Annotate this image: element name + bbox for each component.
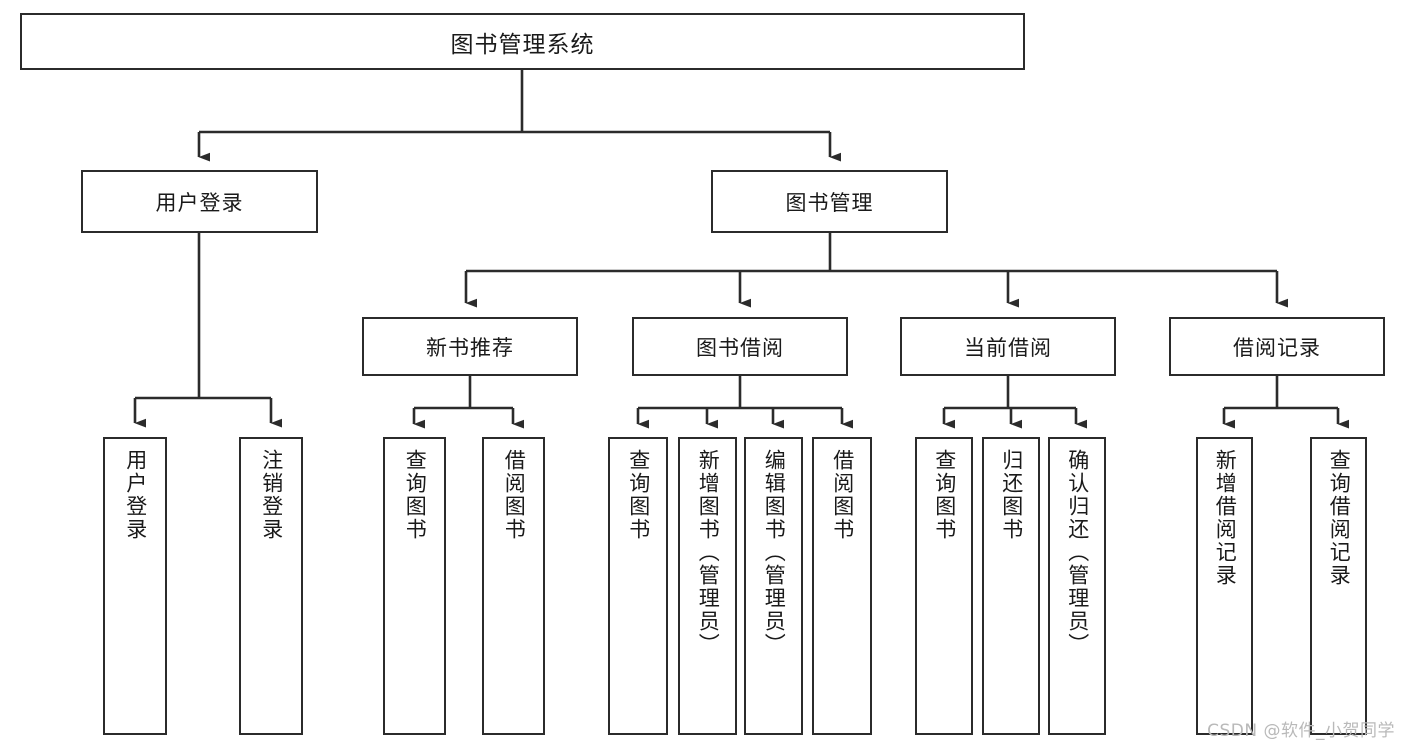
leaf-user-login-login[interactable]: 用户登录 bbox=[103, 437, 167, 735]
node-label: 查询图书 bbox=[932, 449, 957, 541]
node-label: 当前借阅 bbox=[964, 335, 1052, 360]
node-current-borrow[interactable]: 当前借阅 bbox=[900, 317, 1116, 376]
node-new-book-recommend[interactable]: 新书推荐 bbox=[362, 317, 578, 376]
node-label: 用户登录 bbox=[155, 190, 244, 215]
leaf-borrow-record-add[interactable]: 新增借阅记录 bbox=[1196, 437, 1253, 735]
node-label: 借阅记录 bbox=[1233, 335, 1321, 360]
node-label: 查询借阅记录 bbox=[1327, 449, 1352, 587]
node-label: 归还图书 bbox=[999, 449, 1024, 541]
node-label: 查询图书 bbox=[403, 449, 428, 541]
csdn-watermark: CSDN @软件_小贺同学 bbox=[1207, 721, 1395, 741]
leaf-book-borrow-borrow[interactable]: 借阅图书 bbox=[812, 437, 872, 735]
node-label: 新书推荐 bbox=[426, 335, 514, 360]
node-user-login[interactable]: 用户登录 bbox=[81, 170, 318, 233]
leaf-book-borrow-query[interactable]: 查询图书 bbox=[608, 437, 668, 735]
node-label: 借阅图书 bbox=[830, 449, 855, 541]
node-borrow-record[interactable]: 借阅记录 bbox=[1169, 317, 1385, 376]
leaf-user-login-logout[interactable]: 注销登录 bbox=[239, 437, 303, 735]
node-book-borrow[interactable]: 图书借阅 bbox=[632, 317, 848, 376]
leaf-book-borrow-add[interactable]: 新增图书（管理员） bbox=[678, 437, 737, 735]
node-label: 图书管理 bbox=[785, 190, 874, 215]
node-label: 图书借阅 bbox=[696, 335, 784, 360]
node-root-book-management-system[interactable]: 图书管理系统 bbox=[20, 13, 1025, 70]
leaf-current-borrow-return[interactable]: 归还图书 bbox=[982, 437, 1040, 735]
leaf-borrow-record-query[interactable]: 查询借阅记录 bbox=[1310, 437, 1367, 735]
leaf-new-book-borrow[interactable]: 借阅图书 bbox=[482, 437, 545, 735]
node-label: 新增借阅记录 bbox=[1213, 449, 1238, 587]
node-label: 编辑图书（管理员） bbox=[762, 449, 787, 656]
node-label: 借阅图书 bbox=[502, 449, 527, 541]
node-book-management[interactable]: 图书管理 bbox=[711, 170, 948, 233]
node-label: 确认归还（管理员） bbox=[1065, 449, 1090, 656]
node-label: 图书管理系统 bbox=[450, 31, 595, 58]
node-label: 新增图书（管理员） bbox=[696, 449, 721, 656]
node-label: 注销登录 bbox=[259, 449, 284, 541]
leaf-current-borrow-confirm-return[interactable]: 确认归还（管理员） bbox=[1048, 437, 1106, 735]
node-label: 用户登录 bbox=[123, 449, 148, 541]
leaf-book-borrow-edit[interactable]: 编辑图书（管理员） bbox=[744, 437, 803, 735]
leaf-new-book-query[interactable]: 查询图书 bbox=[383, 437, 446, 735]
leaf-current-borrow-query[interactable]: 查询图书 bbox=[915, 437, 973, 735]
node-label: 查询图书 bbox=[626, 449, 651, 541]
